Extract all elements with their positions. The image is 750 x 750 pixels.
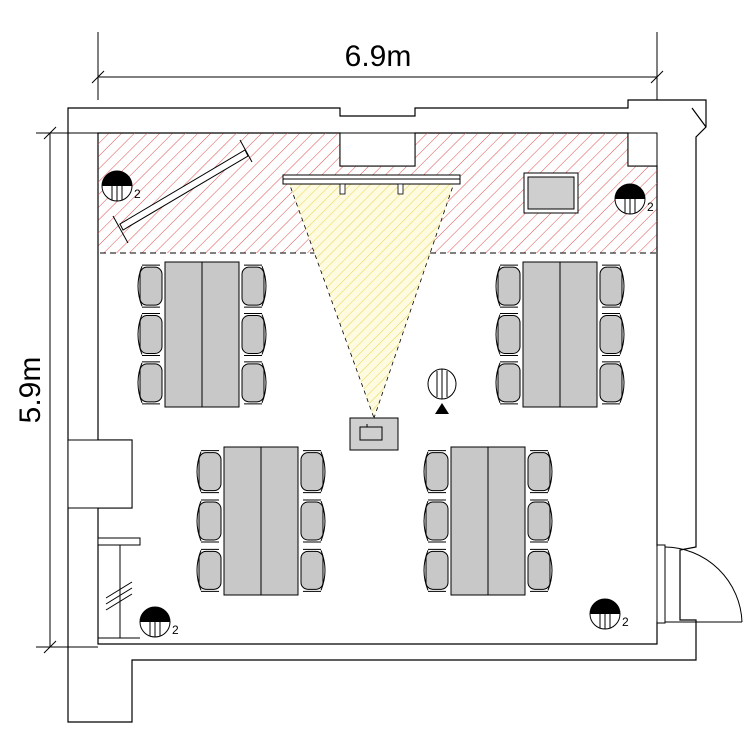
chair	[599, 313, 625, 356]
chair	[599, 361, 625, 405]
table-group	[423, 446, 553, 596]
chair	[495, 264, 521, 308]
chair	[137, 264, 163, 308]
table-groups	[137, 261, 625, 596]
width-label: 6.9m	[345, 40, 412, 73]
screen-icon	[282, 174, 461, 195]
chair	[423, 499, 449, 543]
projector-beam	[288, 180, 455, 418]
table	[522, 261, 598, 408]
speaker-count-label: 2	[647, 200, 654, 214]
chair	[137, 313, 163, 356]
speaker-icon: 2	[101, 170, 141, 202]
chair	[196, 450, 222, 494]
projector-icon	[349, 417, 399, 451]
door-icon	[656, 544, 743, 624]
chair	[599, 264, 625, 308]
chair	[137, 361, 163, 405]
speaker-icon: 2	[614, 183, 654, 215]
stairs-icon	[97, 537, 141, 639]
speaker-count-label: 2	[134, 187, 141, 201]
speaker-count-label: 2	[622, 615, 629, 629]
chair	[196, 499, 222, 543]
chair	[495, 361, 521, 405]
chair	[423, 548, 449, 592]
outer-wall-outline	[67, 99, 707, 723]
height-dimension	[36, 126, 98, 654]
chair	[300, 499, 326, 543]
table	[164, 261, 240, 408]
chair	[241, 264, 267, 308]
table-group	[196, 446, 326, 596]
corner-chamfer	[691, 107, 707, 128]
chair	[300, 450, 326, 494]
chair	[196, 548, 222, 592]
chair	[527, 548, 553, 592]
chair	[300, 548, 326, 592]
camera-icon	[427, 368, 457, 414]
speaker-icon: 2	[139, 606, 179, 638]
speakers: 2 2 2 2	[101, 170, 654, 638]
chair	[241, 361, 267, 405]
table	[223, 446, 299, 596]
chair	[527, 450, 553, 494]
tv-icon	[523, 172, 579, 214]
speaker-count-label: 2	[172, 623, 179, 637]
chair	[495, 313, 521, 356]
chair	[423, 450, 449, 494]
height-label: 5.9m	[14, 357, 47, 424]
side-screen	[112, 139, 253, 244]
table	[450, 446, 526, 596]
table-group	[495, 261, 625, 408]
table-group	[137, 261, 267, 408]
window-alcove	[67, 439, 133, 509]
speaker-icon: 2	[589, 598, 629, 630]
width-dimension	[91, 32, 664, 100]
chair	[527, 499, 553, 543]
chair	[241, 313, 267, 356]
